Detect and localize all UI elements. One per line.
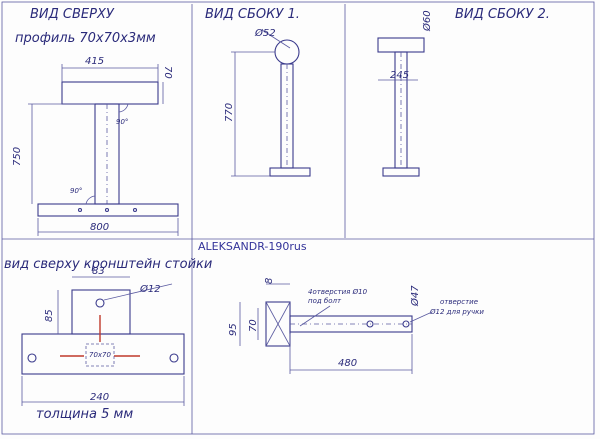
side2-view: ВИД СБОКУ 2. Ø60 245 [377,7,550,177]
side1-view: ВИД СБОКУ 1. Ø52 770 [205,7,311,177]
side2-width: 245 [390,70,409,81]
top-view: ВИД СВЕРХУ профиль 70х70х3мм 415 70 750 … [12,7,179,236]
top-view-subtitle: профиль 70х70х3мм [15,31,156,46]
bracket-title: вид сверху кронштейн стойки [4,257,212,272]
dim-750: 750 [12,147,23,166]
shelf-hole-note2: под болт [308,297,342,305]
shelf-length-480: 480 [338,358,357,369]
side1-tube [274,39,300,65]
shelf-dim-8: 8 [264,278,275,284]
shelf-view: 8 95 70 4отверстия Ø10 под болт Ø47 отве… [228,278,484,374]
top-baseplate [37,203,179,217]
dim-70-top: 70 [162,66,173,79]
bracket-upper [71,289,131,335]
side2-diameter: Ø60 [421,10,433,32]
bracket-height-85: 85 [44,309,55,322]
shelf-hole-note: 4отверстия Ø10 [308,288,368,296]
angle-upper: 90° [116,118,128,126]
side2-base [382,167,420,177]
angle-lower: 90° [70,187,82,195]
bracket-thickness: толщина 5 мм [36,407,133,422]
side1-height: 770 [224,103,235,122]
bracket-total-240: 240 [90,392,109,403]
side2-title: ВИД СБОКУ 2. [455,7,550,22]
top-view-title: ВИД СВЕРХУ [30,7,115,22]
shelf-dim-95: 95 [228,323,239,336]
side1-base [269,167,311,177]
bracket-view: вид сверху кронштейн стойки 70х70 83 Ø12… [4,257,212,422]
shelf-hole-right2: Ø12 для ручки [429,308,484,316]
bracket-square-label: 70х70 [89,351,112,359]
side1-diameter: Ø52 [254,27,276,39]
side1-title: ВИД СБОКУ 1. [205,7,300,22]
shelf-dim-70: 70 [248,319,259,332]
side2-top [377,37,425,53]
shelf-hole-right: отверстие [440,298,478,306]
shelf-diameter: Ø47 [409,285,421,307]
dim-415: 415 [85,56,104,67]
dim-800: 800 [90,222,109,233]
bracket-width-83: 83 [92,266,105,277]
author-signature: ALEKSANDR-190rus [198,240,307,253]
sheet-frame [1,1,595,435]
bracket-lower [21,333,185,375]
top-crossbar [61,81,159,105]
